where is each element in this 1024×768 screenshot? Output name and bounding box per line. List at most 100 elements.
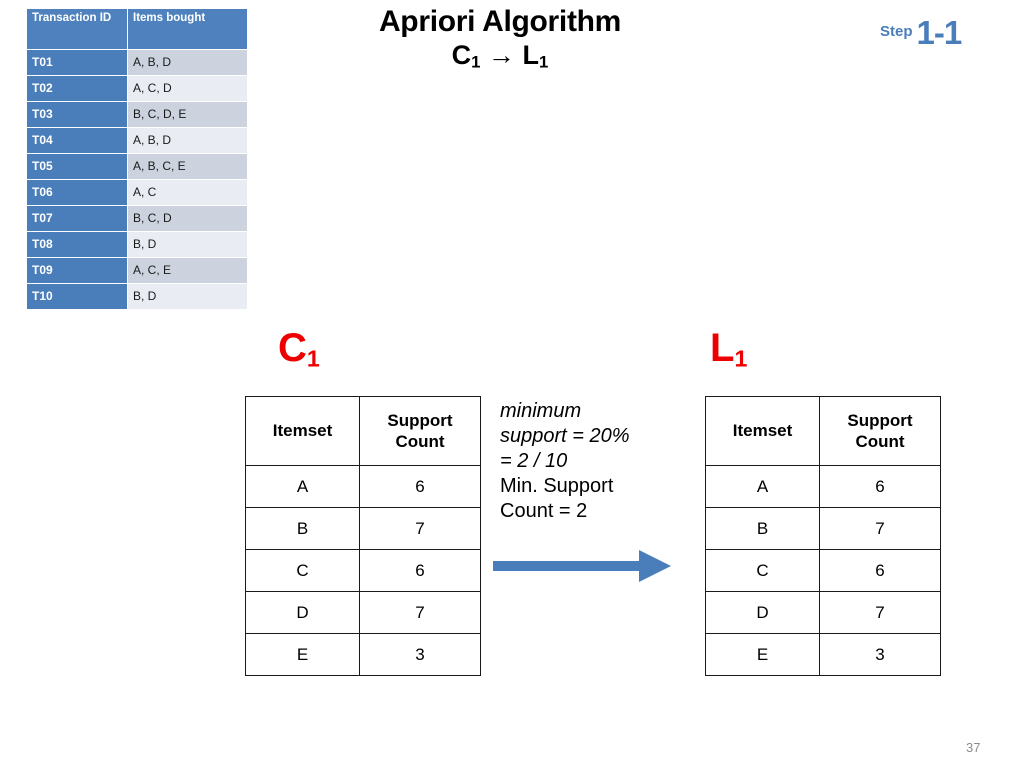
arrow-glyph-icon: → — [488, 40, 515, 71]
transaction-id-cell: T03 — [26, 101, 128, 128]
l1-column-header-support-count: Support Count — [819, 396, 941, 466]
c1-label-letter: C — [278, 326, 307, 370]
transaction-id-cell: T10 — [26, 283, 128, 310]
note-line-3: = 2 / 10 — [500, 450, 568, 472]
subtitle-to: L — [522, 40, 540, 71]
items-bought-cell: A, B, D — [127, 127, 248, 154]
items-bought-cell: B, C, D — [127, 205, 248, 232]
c1-support-count-cell: 7 — [359, 591, 481, 634]
l1-support-count-cell: 6 — [819, 465, 941, 508]
l1-support-count-cell: 6 — [819, 549, 941, 592]
note-line-5: Count = 2 — [500, 500, 588, 522]
column-header-items-bought: Items bought — [127, 8, 248, 50]
transaction-id-cell: T08 — [26, 231, 128, 258]
transaction-id-cell: T04 — [26, 127, 128, 154]
transaction-id-cell: T05 — [26, 153, 128, 180]
min-support-note: minimum support = 20% = 2 / 10 Min. Supp… — [500, 399, 690, 524]
l1-label: L1 — [710, 328, 747, 371]
l1-itemset-cell: B — [705, 507, 820, 550]
l1-itemset-cell: A — [705, 465, 820, 508]
subtitle-from-subscript: 1 — [471, 53, 481, 73]
c1-itemset-cell: D — [245, 591, 360, 634]
items-bought-cell: B, D — [127, 283, 248, 310]
l1-itemset-cell: E — [705, 633, 820, 676]
c1-support-count-line2: Count — [395, 432, 445, 451]
transaction-id-cell: T06 — [26, 179, 128, 206]
page-title: Apriori Algorithm — [378, 5, 622, 38]
items-bought-cell: B, C, D, E — [127, 101, 248, 128]
c1-itemset-cell: C — [245, 549, 360, 592]
items-bought-cell: B, D — [127, 231, 248, 258]
l1-support-count-cell: 7 — [819, 507, 941, 550]
title-block: Apriori Algorithm C1 → L1 — [330, 5, 670, 72]
note-line-1: minimum — [500, 400, 582, 422]
c1-label: C1 — [278, 328, 320, 371]
items-bought-cell: A, C — [127, 179, 248, 206]
l1-support-count-line2: Count — [855, 432, 905, 451]
l1-support-count-cell: 3 — [819, 633, 941, 676]
l1-label-letter: L — [710, 326, 735, 370]
c1-column-header-itemset: Itemset — [245, 396, 360, 466]
c1-support-count-cell: 6 — [359, 465, 481, 508]
subtitle-to-subscript: 1 — [539, 53, 549, 73]
c1-itemset-cell: E — [245, 633, 360, 676]
subtitle-from: C — [451, 40, 472, 71]
l1-support-count-cell: 7 — [819, 591, 941, 634]
l1-column-header-itemset: Itemset — [705, 396, 820, 466]
items-bought-cell: A, C, D — [127, 75, 248, 102]
transaction-id-cell: T01 — [26, 49, 128, 76]
c1-header-row: Itemset Support Count — [245, 396, 481, 466]
transform-arrow-icon — [493, 550, 671, 582]
note-line-2: support = 20% — [500, 425, 630, 447]
transaction-id-cell: T07 — [26, 205, 128, 232]
transaction-id-cell: T09 — [26, 257, 128, 284]
step-label: Step — [880, 23, 913, 40]
table-header-row: Transaction ID Items bought — [26, 8, 248, 50]
column-header-transaction-id: Transaction ID — [26, 8, 128, 50]
c1-label-subscript: 1 — [306, 345, 320, 372]
c1-support-count-cell: 6 — [359, 549, 481, 592]
c1-support-count-cell: 3 — [359, 633, 481, 676]
note-line-4: Min. Support — [500, 475, 614, 497]
l1-label-subscript: 1 — [734, 345, 748, 372]
l1-itemset-cell: D — [705, 591, 820, 634]
transaction-id-cell: T02 — [26, 75, 128, 102]
items-bought-cell: A, C, E — [127, 257, 248, 284]
c1-column-header-support-count: Support Count — [359, 396, 481, 466]
l1-support-count-line1: Support — [847, 410, 913, 430]
step-number: 1-1 — [916, 14, 963, 51]
page-subtitle: C1 → L1 — [330, 40, 670, 72]
c1-support-count-cell: 7 — [359, 507, 481, 550]
l1-itemset-cell: C — [705, 549, 820, 592]
items-bought-cell: A, B, C, E — [127, 153, 248, 180]
slide-number: 37 — [966, 740, 981, 755]
c1-itemset-cell: A — [245, 465, 360, 508]
c1-support-count-line1: Support — [387, 410, 453, 430]
c1-itemset-cell: B — [245, 507, 360, 550]
l1-header-row: Itemset Support Count — [705, 396, 941, 466]
